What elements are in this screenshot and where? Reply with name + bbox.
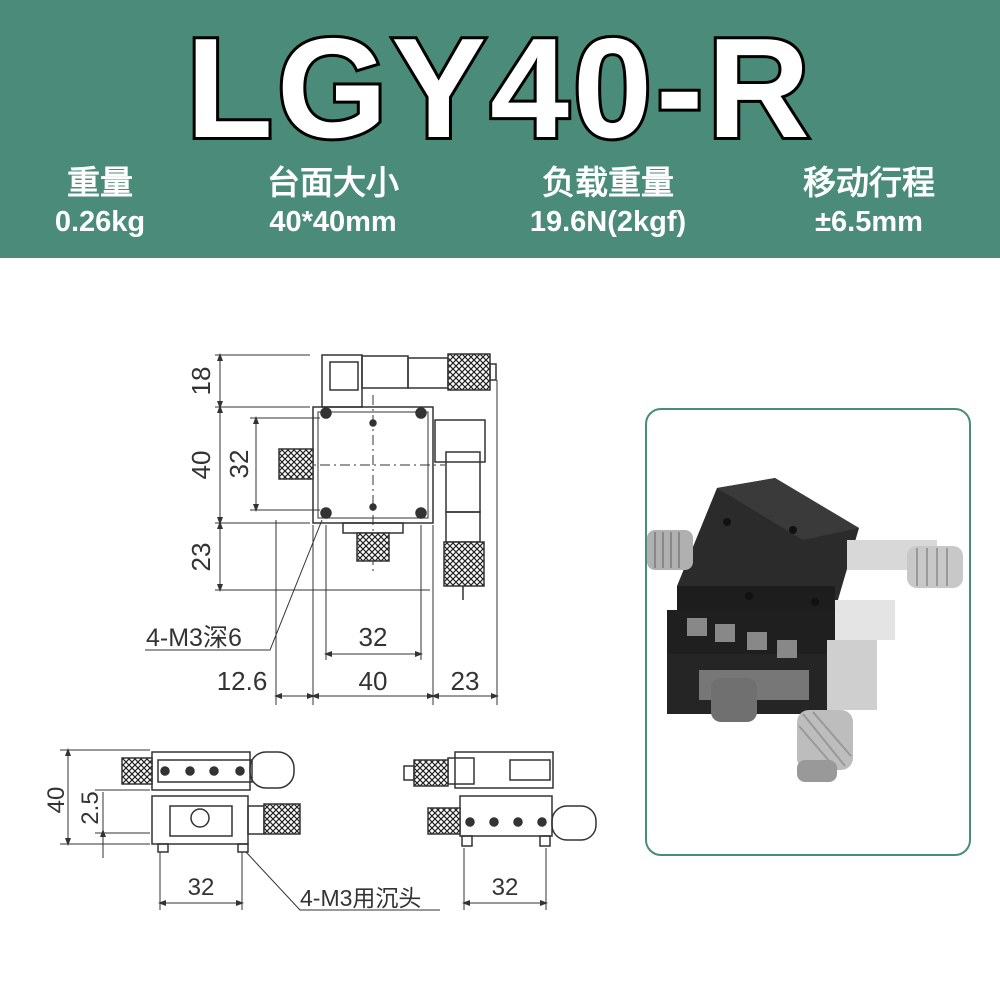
dim-23-vertical: 23: [186, 543, 216, 572]
left-knob: [278, 448, 314, 480]
spec-load-value: 19.6N(2kgf): [529, 206, 687, 238]
spec-table-size-label: 台面大小: [267, 163, 399, 202]
spec-travel-label: 移动行程: [803, 163, 935, 202]
header-banner: [0, 0, 1000, 258]
dim-32-vertical: 32: [224, 450, 254, 479]
spec-load-label: 负载重量: [542, 163, 674, 202]
top-view-drawing: [278, 353, 497, 600]
side-view-left: [121, 751, 301, 853]
product-title: LGY40-R: [183, 6, 814, 160]
spec-table-size: 台面大小 40*40mm: [218, 162, 448, 240]
spec-table-size-value: 40*40mm: [269, 206, 397, 238]
spec-row: 重量 0.26kg 台面大小 40*40mm 负载重量 19.6N(2kgf) …: [0, 162, 1000, 258]
side-view-right: [403, 751, 597, 847]
dim-12-6: 12.6: [217, 666, 268, 696]
dim-18: 18: [186, 367, 216, 396]
dim-32-horizontal: 32: [359, 622, 388, 652]
dim-40-side: 40: [43, 787, 70, 814]
dim-40-vertical: 40: [186, 451, 216, 480]
bottom-knob: [356, 532, 390, 562]
dim-32-side-left: 32: [188, 874, 215, 901]
spec-weight-value: 0.26kg: [54, 206, 146, 238]
product-title-text: LGY40-R: [186, 9, 814, 160]
dim-40-horizontal: 40: [359, 666, 388, 696]
dim-32-side-right: 32: [492, 874, 519, 901]
dim-23-horizontal: 23: [451, 666, 480, 696]
dim-2-5-side: 2.5: [77, 791, 104, 824]
spec-weight: 重量 0.26kg: [0, 162, 215, 240]
spec-load: 负载重量 19.6N(2kgf): [493, 162, 723, 240]
product-photo: [645, 408, 971, 856]
hole-note-side: 4-M3用沉头: [300, 885, 421, 911]
hole-note-top: 4-M3深6: [146, 624, 242, 652]
right-micrometer-knob: [443, 541, 485, 587]
spec-travel: 移动行程 ±6.5mm: [754, 162, 984, 240]
product-photo-illustration: [647, 478, 963, 782]
top-micrometer-knob: [447, 353, 491, 391]
spec-travel-value: ±6.5mm: [815, 206, 923, 238]
technical-drawings: 18 40 32 23 4-M3深6 32 12.6 40 23: [43, 353, 597, 911]
spec-weight-label: 重量: [67, 163, 133, 202]
top-view-holes: [320, 407, 427, 519]
